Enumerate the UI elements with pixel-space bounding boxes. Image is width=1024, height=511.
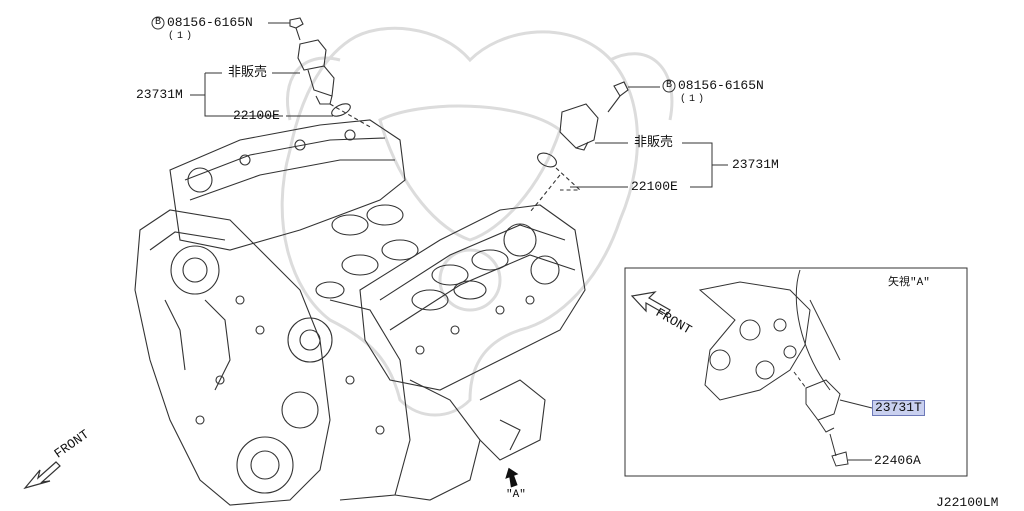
bolt-qty-top: (1) (168, 31, 196, 42)
right-sensor-parts (529, 81, 629, 213)
not-sold-top: 非販売 (228, 65, 268, 80)
bolt-markers (151, 16, 676, 93)
front-arrow-main (23, 461, 61, 490)
view-a-arrow-label: "A" (506, 489, 526, 501)
leaders-right (570, 86, 728, 188)
bolt-b-marker-top: B (155, 17, 162, 28)
not-sold-right: 非販売 (634, 135, 674, 150)
view-bolt-part: 22406A (874, 453, 921, 468)
view-a-title: 矢視"A" (888, 277, 930, 289)
top-sensor-parts (289, 17, 373, 129)
view-a-arrow (505, 467, 519, 488)
leaders-top (190, 22, 333, 117)
oring-right: 22100E (631, 179, 678, 194)
oring-top: 22100E (233, 108, 280, 123)
view-a-inset (624, 267, 968, 477)
bolt-qty-right: (1) (680, 94, 708, 105)
front-arrow-view (630, 291, 671, 316)
engine-block (134, 119, 586, 506)
view-sensor-part: 23731T (872, 400, 925, 416)
bolt-part-top: 08156-6165N (167, 15, 253, 30)
watermark-emblem (280, 26, 674, 417)
diagram-code: J22100LM (936, 495, 999, 510)
bolt-part-right: 08156-6165N (678, 78, 764, 93)
bolt-b-marker-right: B (666, 80, 673, 91)
sensor-assy-top: 23731M (136, 87, 183, 102)
sensor-assy-right: 23731M (732, 157, 779, 172)
